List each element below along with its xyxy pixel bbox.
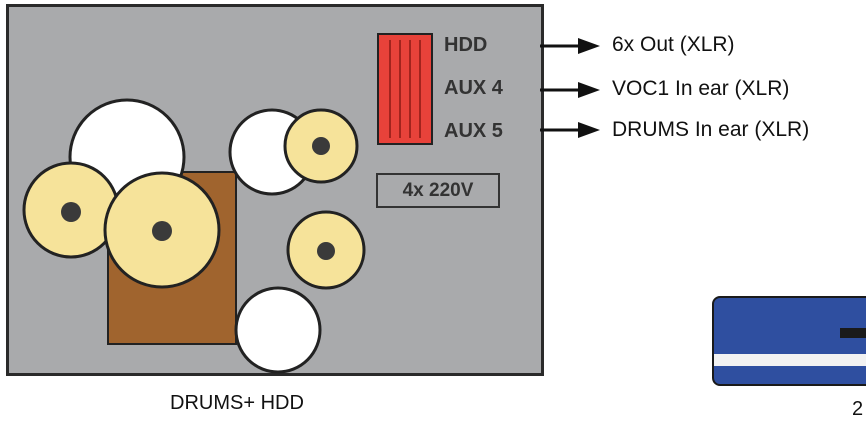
connector-block [377, 33, 433, 145]
output-label-3: DRUMS In ear (XLR) [612, 118, 810, 141]
label-aux4: AUX 4 [444, 77, 503, 99]
device-stripe [714, 354, 866, 366]
output-label-2: VOC1 In ear (XLR) [612, 77, 790, 100]
drum-yellow-left [22, 161, 120, 259]
label-aux5: AUX 5 [444, 120, 503, 142]
page-number: 2 [852, 398, 864, 420]
diagram-caption: DRUMS+ HDD [170, 392, 304, 414]
label-hdd: HDD [444, 34, 488, 56]
drum-yellow-lower-right [286, 210, 366, 290]
output-arrows [540, 38, 600, 138]
drum-yellow-center [103, 171, 221, 289]
power-outlet-label: 4x 220V [376, 173, 500, 208]
blue-device [712, 296, 866, 386]
drum-white-lower-right [234, 286, 322, 374]
output-label-1: 6x Out (XLR) [612, 33, 735, 56]
device-mark [840, 328, 866, 338]
drum-yellow-upper-right [283, 108, 359, 184]
